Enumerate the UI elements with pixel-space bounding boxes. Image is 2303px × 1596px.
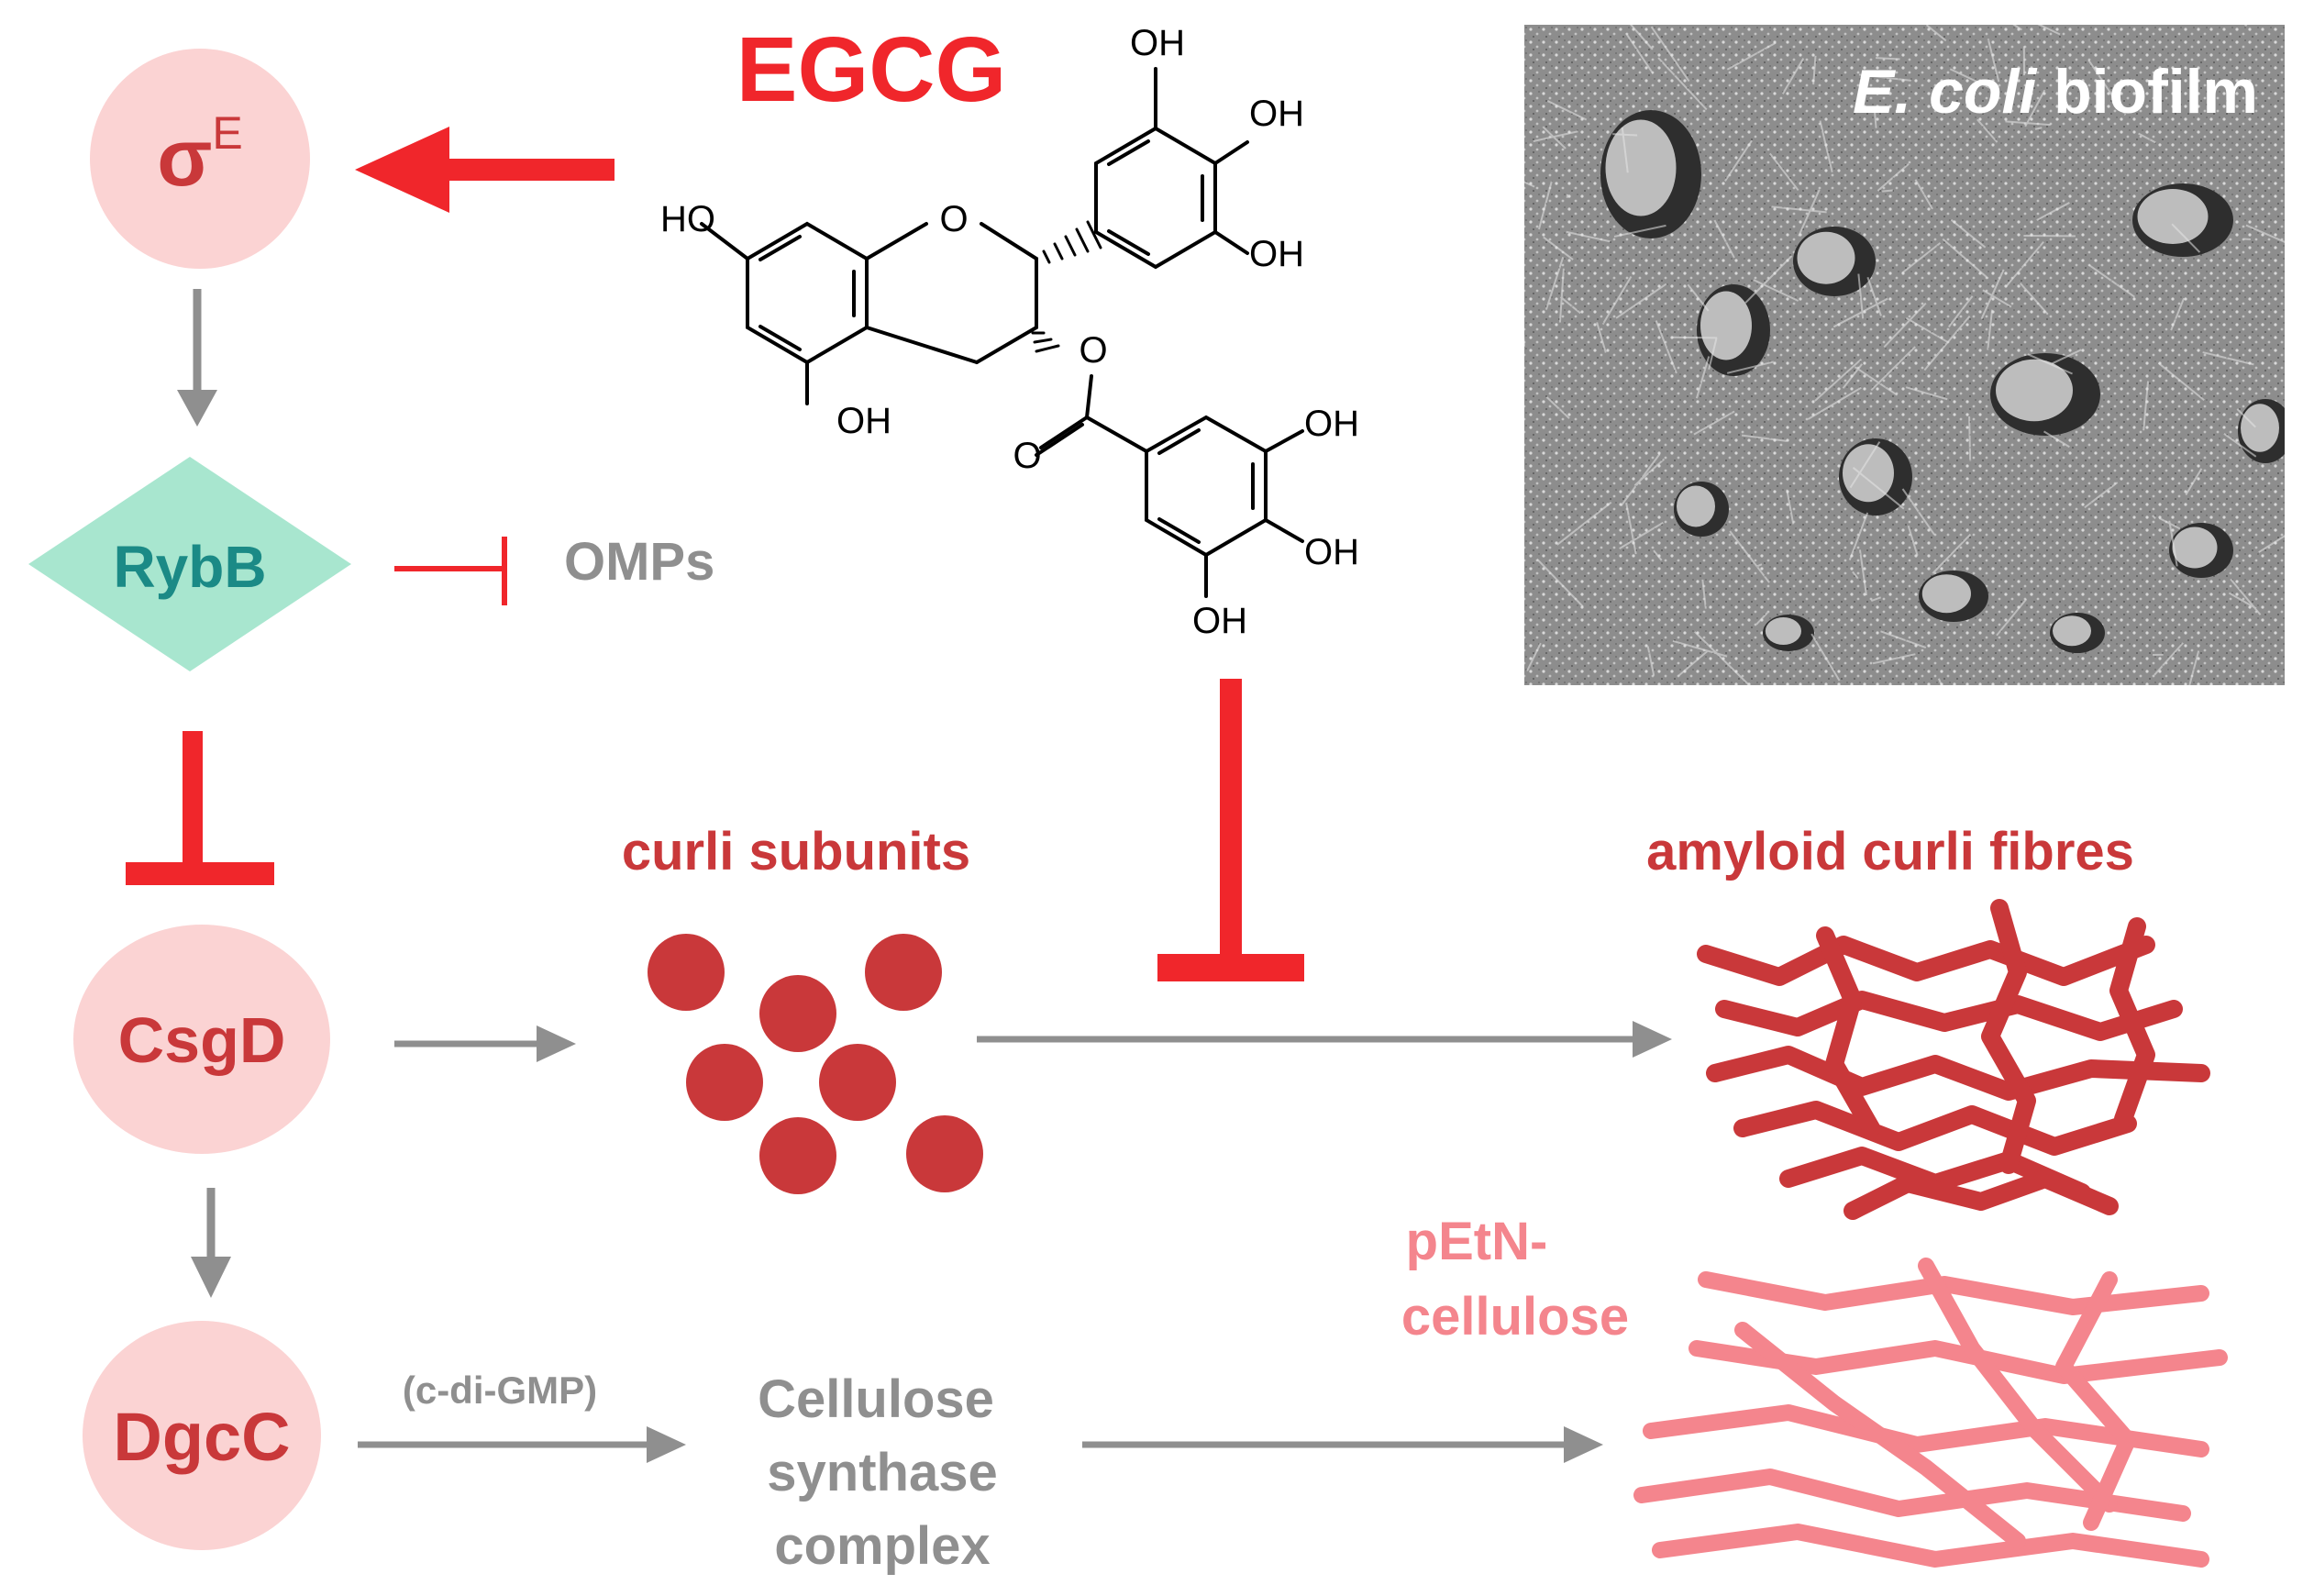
svg-text:RybB: RybB — [113, 534, 266, 600]
svg-text:O: O — [1013, 436, 1041, 476]
curli-subunits-label: curli subunits — [622, 822, 970, 881]
curli-subunit-dot — [759, 1117, 836, 1194]
svg-text:O: O — [939, 199, 968, 239]
synthase-to-cellulose-arrow — [1082, 1426, 1603, 1463]
biofilm-fibril — [1520, 292, 1524, 347]
petn-cellulose-label: pEtN- cellulose — [1401, 1212, 1629, 1347]
biofilm-cell — [1922, 574, 1971, 613]
biofilm-cell — [2241, 404, 2279, 452]
dgcc-to-synthase-arrow — [358, 1426, 686, 1463]
amyloid-curli-fibres — [1706, 908, 2201, 1211]
amyloid-fibre — [1706, 945, 2146, 977]
biofilm-cell — [1766, 617, 1801, 645]
biofilm-fibril — [2243, 238, 2250, 239]
svg-text:OH: OH — [836, 401, 891, 441]
svg-text:CsgD: CsgD — [118, 1004, 286, 1076]
svg-text:OH: OH — [1304, 532, 1359, 572]
sigma-e-node: σE — [90, 49, 310, 269]
svg-text:complex: complex — [774, 1516, 990, 1576]
biofilm-cell — [1677, 486, 1715, 527]
svg-text:synthase: synthase — [767, 1443, 997, 1502]
dgcc-node: DgcC — [83, 1321, 321, 1550]
egcg-title: EGCG — [736, 18, 1006, 121]
svg-text:HO: HO — [660, 199, 715, 239]
egcg-structure — [702, 69, 1302, 596]
curli-subunit-dot — [819, 1044, 896, 1121]
curli-subunit-dot — [759, 975, 836, 1052]
rybb-node: RybB — [28, 457, 351, 671]
csgd-to-subunits-arrow — [394, 1025, 576, 1062]
svg-text:pEtN-: pEtN- — [1406, 1212, 1548, 1271]
amyloid-fibre — [1743, 1110, 2128, 1147]
cellulose-fibre — [1660, 1532, 2201, 1559]
biofilm-fibril — [2226, 6, 2246, 26]
cellulose-synthase-label: Cellulose synthase complex — [758, 1369, 998, 1576]
rybb-represses-omps-bar — [394, 537, 504, 605]
omps-label: OMPs — [564, 532, 714, 592]
svg-text:OH: OH — [1192, 601, 1247, 641]
rybb-represses-csgd-bar — [126, 731, 274, 885]
svg-text:OH: OH — [1249, 94, 1304, 134]
hashed-bond-ester — [1033, 333, 1058, 351]
petn-cellulose-fibres — [1642, 1266, 2220, 1559]
subunits-to-fibres-arrow — [977, 1021, 1672, 1058]
svg-text:OH: OH — [1304, 404, 1359, 444]
amyloid-fibre — [1825, 936, 1871, 1128]
biofilm-fibril — [1882, 190, 1893, 191]
biofilm-cell — [1798, 232, 1855, 284]
curli-subunit-dot — [865, 934, 942, 1011]
biofilm-cell — [2138, 189, 2209, 244]
curli-subunit-dot — [906, 1115, 983, 1192]
curli-subunit-dot — [648, 934, 725, 1011]
amyloid-fibre — [1853, 1179, 2109, 1211]
svg-text:O: O — [1079, 330, 1107, 371]
biofilm-cell — [2053, 615, 2091, 646]
svg-text:DgcC: DgcC — [113, 1399, 290, 1475]
c-di-gmp-label: (c-di-GMP) — [403, 1369, 597, 1412]
sigma-to-rybb-arrow — [177, 289, 217, 427]
csgd-node: CsgD — [73, 925, 330, 1154]
biofilm-cell — [2173, 527, 2218, 569]
csgd-to-dgcc-arrow — [191, 1188, 231, 1298]
curli-subunits-dots — [648, 934, 983, 1194]
biofilm-fibril — [1612, 134, 1637, 135]
micrograph-label: E. coli biofilm — [1853, 57, 2258, 127]
egcg-inhibits-curli-bar — [1157, 679, 1304, 981]
svg-text:Cellulose: Cellulose — [758, 1369, 994, 1429]
amyloid-fibres-label: amyloid curli fibres — [1646, 822, 2134, 881]
amyloid-fibre — [1724, 1000, 2174, 1032]
biofilm-fibril — [1969, 416, 1970, 461]
curli-subunit-dot — [686, 1044, 763, 1121]
egcg-activates-sigma-arrow — [355, 127, 615, 213]
svg-text:cellulose: cellulose — [1401, 1287, 1629, 1347]
biofilm-cell — [1700, 292, 1752, 360]
svg-text:OH: OH — [1249, 234, 1304, 274]
svg-text:OH: OH — [1130, 23, 1185, 63]
hashed-bond-b — [1044, 222, 1101, 262]
